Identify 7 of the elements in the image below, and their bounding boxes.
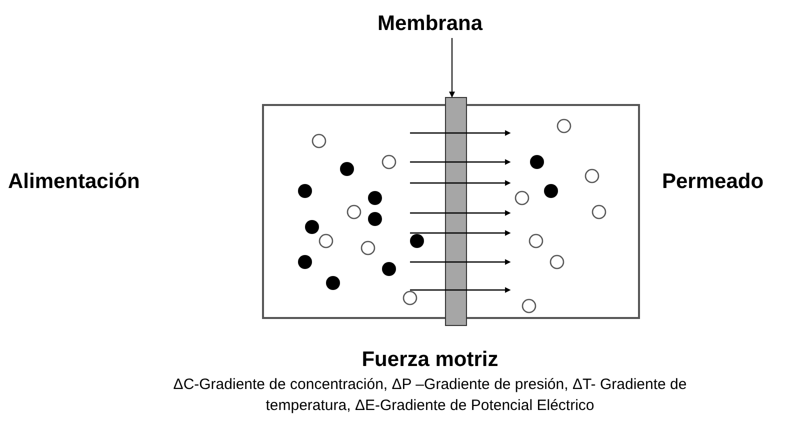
side-label: Permeado [662, 169, 765, 195]
caption-heading: Fuerza motriz [360, 347, 500, 373]
caption-text: ΔC-Gradiente de concentración, ΔP –Gradiente de presión, ΔT- Gradiente de temperatura, ΔE-Gradiente de Potencial Eléctrico [172, 375, 688, 416]
membrane-bar [445, 97, 467, 326]
membrane-label: Membrana [370, 8, 490, 36]
side-label: Alimentación [8, 169, 141, 195]
arrow [449, 38, 455, 98]
